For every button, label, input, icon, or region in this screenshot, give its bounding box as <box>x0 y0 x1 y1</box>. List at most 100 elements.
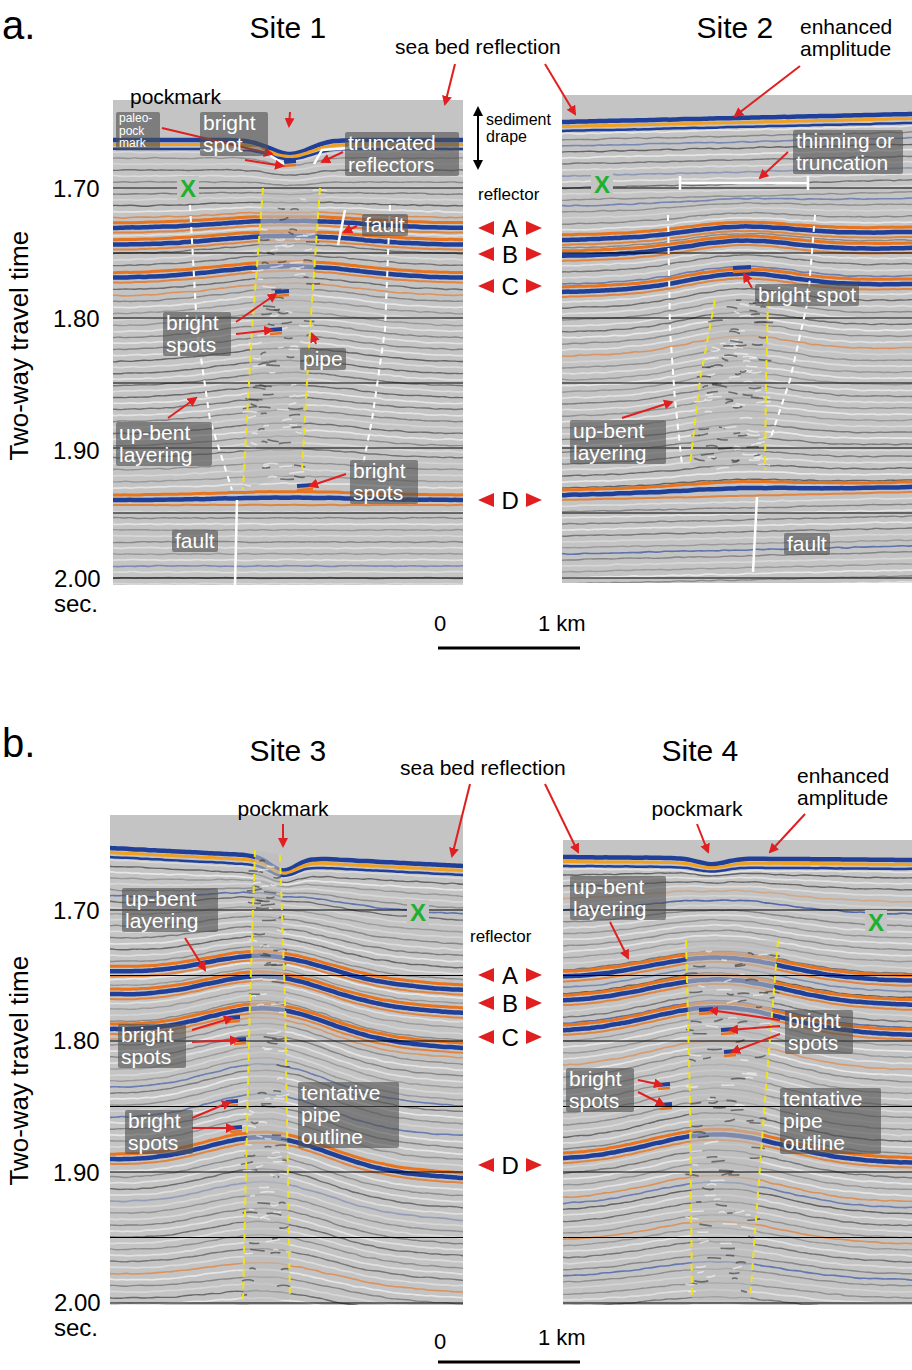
seismic-section <box>250 1249 265 1251</box>
seismic-section <box>281 1139 290 1141</box>
site-title: Site 3 <box>250 735 327 767</box>
seismic-section <box>692 1164 698 1166</box>
seismic-section <box>563 1041 912 1042</box>
seismic-section <box>690 1210 704 1212</box>
annotation: pockmark <box>238 798 329 820</box>
seismic-section <box>728 1017 737 1018</box>
seismic-section <box>283 426 291 428</box>
seismic-section <box>697 1231 708 1233</box>
reflector-markers <box>478 247 494 261</box>
seismic-section <box>243 411 257 413</box>
seismic-section <box>751 1147 764 1148</box>
seismic-section <box>290 261 303 264</box>
seismic-section <box>722 358 728 361</box>
seismic-section <box>562 95 912 583</box>
reflector-markers <box>526 1158 542 1172</box>
seismic-section <box>282 419 291 421</box>
seismic-section <box>716 1204 727 1206</box>
seismic-section <box>712 385 727 388</box>
panel-letter: b. <box>2 722 35 764</box>
seismic-section <box>720 342 725 344</box>
seismic-section <box>262 262 269 263</box>
seismic-section <box>113 175 463 180</box>
seismic-section <box>289 229 296 230</box>
seismic-section <box>275 295 289 296</box>
seismic-section <box>113 559 463 560</box>
annotation: sea bed reflection <box>395 36 561 58</box>
annotation: tentative pipe outline <box>298 1082 399 1148</box>
seismic-section <box>254 933 265 935</box>
seismic-section <box>261 352 266 354</box>
seismic-section <box>249 1111 254 1113</box>
seismic-section <box>756 321 762 324</box>
seismic-section <box>258 363 267 365</box>
seismic-section <box>263 393 274 395</box>
axis-tick: 1.80 <box>53 306 100 331</box>
seismic-section <box>705 1026 718 1028</box>
seismic-section <box>256 1165 263 1167</box>
seismic-section <box>563 1172 912 1173</box>
leader-arrows <box>545 784 578 852</box>
seismic-section <box>291 384 296 385</box>
seismic-section <box>267 865 275 868</box>
seismic-section <box>296 267 304 270</box>
scale-bar <box>438 647 580 650</box>
seismic-section <box>705 411 713 413</box>
seismic-section <box>110 852 463 873</box>
seismic-section <box>244 484 251 485</box>
annotation: fault <box>784 533 830 555</box>
seismic-section <box>110 1172 463 1173</box>
seismic-section <box>726 1255 734 1257</box>
seismic-section <box>751 313 760 316</box>
seismic-section <box>270 265 283 267</box>
seismic-section <box>265 1137 272 1139</box>
leader-arrows <box>760 152 788 178</box>
reflector-markers <box>526 221 542 235</box>
interpretation-marks <box>680 176 808 190</box>
seismic-section <box>743 356 757 358</box>
leader-arrows <box>162 64 805 1128</box>
seismic-section <box>721 1247 735 1249</box>
seismic-section <box>717 989 732 991</box>
seismic-section <box>278 207 285 210</box>
interpretation-marks <box>200 140 808 585</box>
scale-label: 0 <box>434 1330 446 1353</box>
leader-arrows <box>452 784 470 856</box>
annotation: bright spots <box>163 312 231 356</box>
seismic-section <box>753 994 763 995</box>
seismic-section <box>256 907 269 909</box>
reflector-letter: A <box>502 963 518 988</box>
seismic-section <box>724 980 731 982</box>
seismic-section <box>262 1048 269 1050</box>
seismic-section <box>759 359 772 360</box>
seismic-section <box>251 1122 258 1124</box>
seismic-section <box>742 453 757 456</box>
seismic-section <box>752 343 763 345</box>
seismic-section <box>724 355 737 357</box>
seismic-section <box>278 312 289 314</box>
seismic-section <box>267 1213 282 1215</box>
seismic-section <box>696 1201 701 1203</box>
seismic-section <box>689 991 702 992</box>
seismic-section <box>266 963 271 964</box>
scale-label: 1 km <box>538 612 586 635</box>
seismic-section <box>716 467 729 469</box>
seismic-section <box>712 347 720 349</box>
seismic-section <box>264 892 276 894</box>
seismic-section <box>740 418 753 419</box>
seismic-section <box>750 372 762 373</box>
seismic-section <box>697 1271 704 1272</box>
leader-arrows <box>289 112 290 126</box>
seismic-section <box>289 403 297 405</box>
leader-arrows <box>192 1102 230 1118</box>
seismic-section <box>254 882 261 883</box>
seismic-section <box>248 871 263 873</box>
reflector-letter: B <box>502 991 518 1016</box>
seismic-section <box>279 1173 287 1175</box>
seismic-section <box>747 1219 760 1221</box>
annotation: paleo-pock mark <box>116 112 160 150</box>
seismic-section <box>702 366 711 368</box>
well-mark: X <box>865 910 887 935</box>
seismic-section <box>707 1156 718 1158</box>
seismic-section <box>279 443 291 444</box>
